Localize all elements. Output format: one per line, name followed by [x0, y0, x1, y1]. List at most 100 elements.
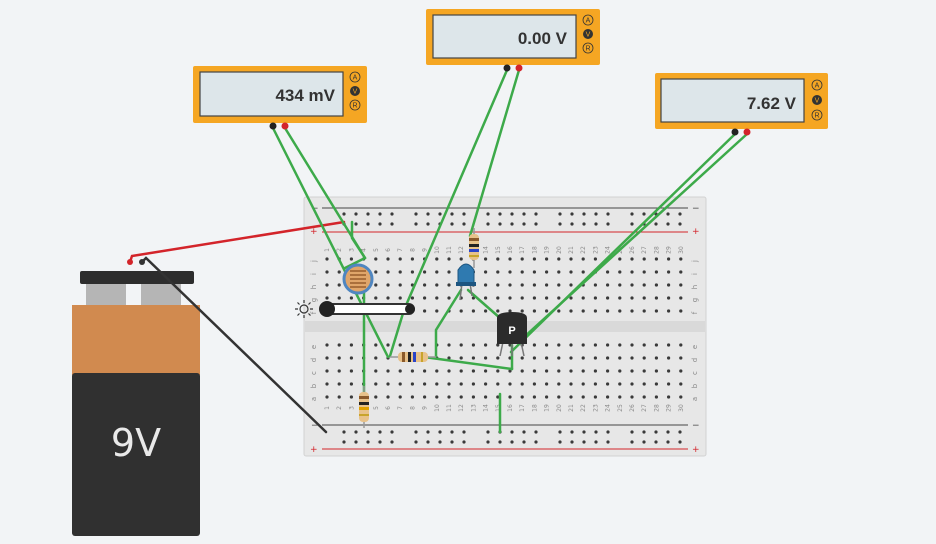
breadboard-hole[interactable] — [654, 382, 659, 386]
breadboard-hole[interactable] — [414, 222, 418, 226]
breadboard-hole[interactable] — [496, 343, 500, 347]
breadboard-hole[interactable] — [558, 430, 562, 434]
breadboard-hole[interactable] — [459, 369, 463, 373]
breadboard-hole[interactable] — [642, 395, 646, 399]
breadboard-hole[interactable] — [557, 369, 561, 373]
breadboard-hole[interactable] — [679, 270, 683, 274]
breadboard-hole[interactable] — [484, 369, 488, 373]
breadboard-hole[interactable] — [618, 309, 622, 313]
breadboard-hole[interactable] — [532, 343, 537, 347]
breadboard-hole[interactable] — [606, 440, 610, 444]
resistor-bottom[interactable] — [359, 386, 369, 428]
breadboard-hole[interactable] — [520, 296, 524, 300]
breadboard-hole[interactable] — [435, 296, 439, 300]
breadboard-hole[interactable] — [654, 222, 658, 226]
breadboard-hole[interactable] — [520, 283, 524, 287]
breadboard-hole[interactable] — [569, 309, 573, 313]
breadboard-hole[interactable] — [618, 257, 622, 261]
breadboard-hole[interactable] — [398, 296, 402, 300]
breadboard-hole[interactable] — [606, 356, 610, 360]
multimeter-left[interactable]: 434 mV A V R — [193, 66, 367, 130]
breadboard-hole[interactable] — [486, 430, 490, 434]
breadboard-hole[interactable] — [374, 257, 378, 261]
breadboard-hole[interactable] — [471, 395, 475, 399]
breadboard-hole[interactable] — [496, 356, 500, 360]
breadboard-hole[interactable] — [606, 296, 610, 300]
breadboard-hole[interactable] — [410, 369, 414, 373]
breadboard-hole[interactable] — [606, 270, 610, 274]
breadboard-hole[interactable] — [606, 212, 610, 216]
breadboard-hole[interactable] — [325, 356, 329, 360]
wire-left-meter-black[interactable] — [271, 126, 390, 359]
breadboard-hole[interactable] — [496, 309, 500, 313]
breadboard-hole[interactable] — [354, 430, 358, 434]
breadboard-hole[interactable] — [410, 296, 414, 300]
breadboard-hole[interactable] — [557, 382, 561, 386]
breadboard-hole[interactable] — [630, 257, 634, 261]
breadboard-hole[interactable] — [342, 212, 346, 216]
breadboard-hole[interactable] — [471, 343, 475, 347]
breadboard-hole[interactable] — [508, 283, 512, 287]
breadboard-hole[interactable] — [606, 369, 610, 373]
breadboard-hole[interactable] — [534, 222, 538, 226]
breadboard-hole[interactable] — [447, 283, 451, 287]
breadboard-hole[interactable] — [349, 356, 353, 360]
breadboard-hole[interactable] — [410, 343, 414, 347]
breadboard-hole[interactable] — [349, 369, 353, 373]
breadboard-hole[interactable] — [545, 369, 549, 373]
breadboard-hole[interactable] — [366, 430, 370, 434]
breadboard-hole[interactable] — [630, 283, 634, 287]
breadboard-hole[interactable] — [520, 395, 524, 399]
breadboard-hole[interactable] — [508, 382, 512, 386]
breadboard-hole[interactable] — [630, 395, 634, 399]
breadboard-hole[interactable] — [471, 382, 475, 386]
breadboard-hole[interactable] — [581, 296, 585, 300]
breadboard-hole[interactable] — [582, 440, 586, 444]
breadboard-hole[interactable] — [666, 430, 670, 434]
breadboard-hole[interactable] — [545, 270, 549, 274]
breadboard-hole[interactable] — [594, 222, 598, 226]
breadboard-hole[interactable] — [532, 283, 537, 287]
breadboard-hole[interactable] — [618, 283, 622, 287]
breadboard-hole[interactable] — [354, 440, 358, 444]
breadboard-hole[interactable] — [593, 343, 598, 347]
breadboard-hole[interactable] — [325, 283, 329, 287]
breadboard-hole[interactable] — [325, 270, 329, 274]
breadboard-hole[interactable] — [349, 395, 353, 399]
breadboard-hole[interactable] — [593, 257, 598, 261]
breadboard-hole[interactable] — [410, 270, 414, 274]
resistor-top[interactable] — [469, 228, 479, 268]
breadboard-hole[interactable] — [386, 270, 390, 274]
breadboard-hole[interactable] — [654, 343, 659, 347]
breadboard-hole[interactable] — [426, 212, 430, 216]
breadboard-hole[interactable] — [325, 343, 329, 347]
breadboard-hole[interactable] — [398, 343, 402, 347]
breadboard-hole[interactable] — [582, 222, 586, 226]
breadboard-hole[interactable] — [667, 369, 671, 373]
breadboard-hole[interactable] — [630, 270, 634, 274]
breadboard-hole[interactable] — [508, 296, 512, 300]
breadboard-hole[interactable] — [337, 369, 341, 373]
breadboard-hole[interactable] — [450, 222, 454, 226]
breadboard-hole[interactable] — [398, 257, 402, 261]
transistor-pnp[interactable]: P — [497, 312, 527, 357]
breadboard-hole[interactable] — [678, 222, 682, 226]
mode-selector[interactable]: A V R — [582, 14, 594, 54]
photoresistor[interactable] — [342, 263, 374, 295]
breadboard-hole[interactable] — [642, 382, 646, 386]
breadboard-hole[interactable] — [462, 440, 466, 444]
breadboard-hole[interactable] — [606, 343, 610, 347]
breadboard-hole[interactable] — [447, 296, 451, 300]
breadboard-hole[interactable] — [484, 296, 488, 300]
wire-jumper[interactable] — [466, 288, 502, 320]
breadboard-hole[interactable] — [545, 356, 549, 360]
breadboard-hole[interactable] — [496, 382, 500, 386]
breadboard-hole[interactable] — [447, 343, 451, 347]
breadboard-hole[interactable] — [667, 382, 671, 386]
breadboard-hole[interactable] — [410, 395, 414, 399]
breadboard-hole[interactable] — [630, 440, 634, 444]
breadboard-hole[interactable] — [520, 356, 524, 360]
breadboard-hole[interactable] — [582, 430, 586, 434]
breadboard-hole[interactable] — [496, 257, 500, 261]
